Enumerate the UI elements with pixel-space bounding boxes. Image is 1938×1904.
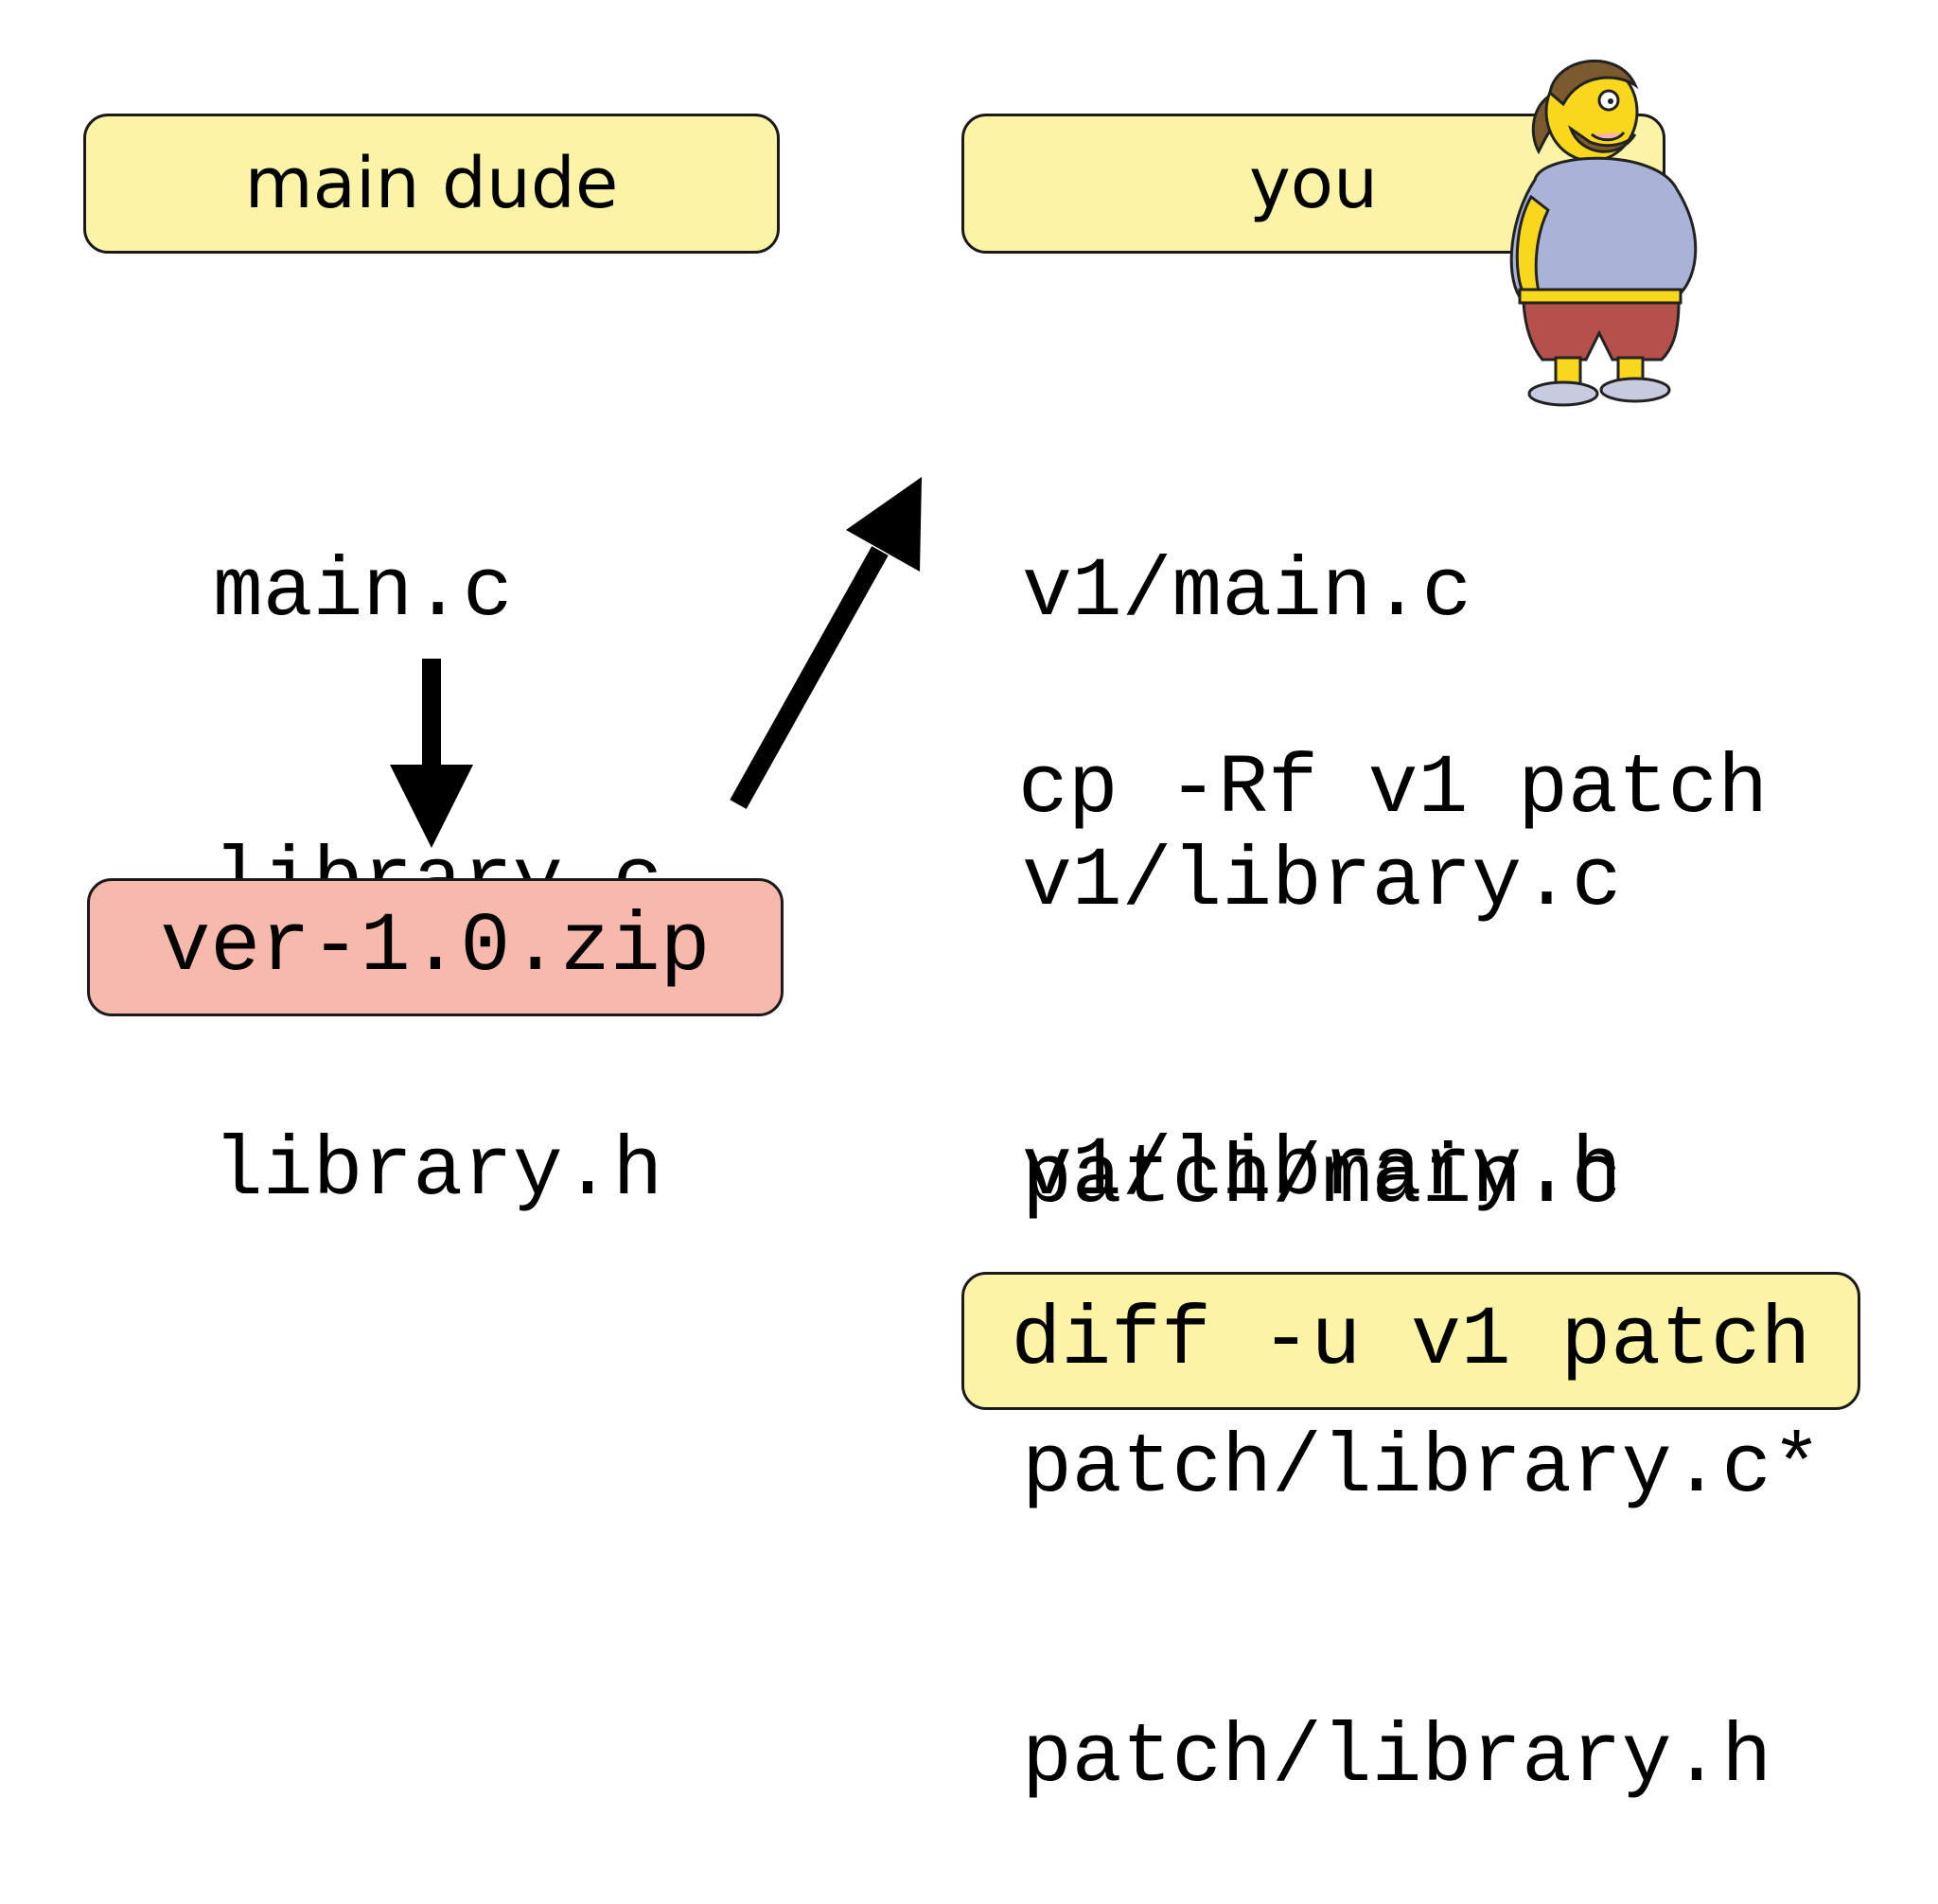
v1-file-list: v1/main.c v1/library.c v1/library.h	[1022, 352, 1622, 1317]
file-item: v1/main.c	[1022, 546, 1472, 640]
file-item: v1/library.c	[1022, 836, 1622, 929]
file-item: v1/library.h	[1022, 1125, 1622, 1219]
copy-command: cp -Rf v1 patch	[1018, 743, 1769, 837]
diff-command-box: diff -u v1 patch	[961, 1272, 1860, 1410]
diff-command: diff -u v1 patch	[1011, 1294, 1811, 1388]
arrows-layer	[390, 477, 922, 848]
file-item: patch/library.h	[1022, 1712, 1772, 1806]
main-dude-label-box: main dude	[83, 114, 780, 254]
you-label: you	[1249, 143, 1378, 224]
comic-book-guy-icon	[1509, 59, 1698, 407]
file-item: library.h	[213, 1125, 663, 1219]
archive-box: ver-1.0.zip	[87, 878, 784, 1016]
archive-label: ver-1.0.zip	[160, 900, 711, 995]
main-dude-label: main dude	[244, 143, 619, 224]
file-item: patch/main.c	[1022, 1133, 1622, 1226]
arrow-up-right-icon	[730, 477, 922, 809]
arrow-down-icon	[390, 659, 473, 848]
file-item: main.c	[213, 546, 513, 640]
